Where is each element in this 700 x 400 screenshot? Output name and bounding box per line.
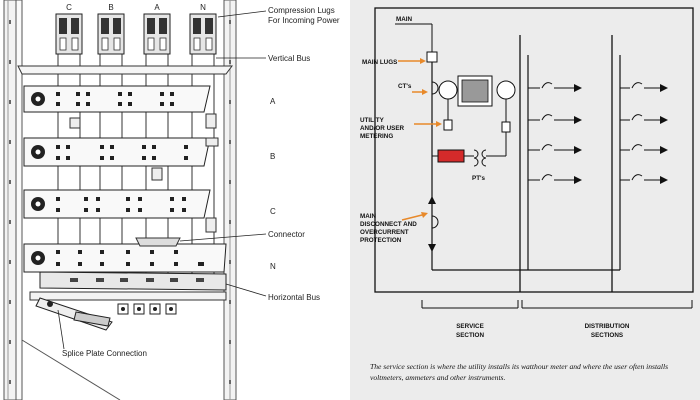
- compression-lugs-line2: For Incoming Power: [268, 16, 340, 25]
- metering-line3: METERING: [360, 133, 393, 140]
- bus-label-c: C: [270, 207, 276, 216]
- pt-coil-left: [473, 149, 479, 167]
- phase-label-b: B: [108, 3, 113, 12]
- service-section-line2: SECTION: [456, 332, 484, 339]
- main-label: MAIN: [396, 16, 413, 23]
- connector-label: Connector: [268, 230, 305, 239]
- compression-lugs: [55, 13, 217, 55]
- one-line-schematic: MAIN MAIN LUGS CT's UTILITY: [350, 0, 700, 400]
- distribution-sections-line1: DISTRIBUTION: [585, 323, 630, 330]
- main-lugs-label: MAIN LUGS: [362, 59, 397, 66]
- horizontal-bus-leader: [225, 283, 267, 297]
- pts-label: PT's: [472, 175, 486, 182]
- ct-meter-circle-right: [496, 80, 516, 100]
- lugs-leader: [217, 10, 267, 18]
- meter-face: [461, 79, 489, 103]
- distribution-section-1: [527, 55, 582, 270]
- disconnect-label: MAIN DISCONNECT AND OVERCURRENT PROTECTI…: [360, 213, 417, 244]
- cabinet-frame: [3, 0, 237, 400]
- cts-label: CT's: [398, 83, 412, 90]
- metering-line1: UTILITY: [360, 117, 385, 124]
- splice-plate-leader: [57, 309, 65, 350]
- vertical-bus-label: Vertical Bus: [268, 54, 310, 63]
- enclosure-outline: [374, 7, 694, 293]
- disconnect-line2: DISCONNECT AND: [360, 221, 417, 228]
- disconnect-line3: OVERCURRENT: [360, 229, 409, 236]
- main-disconnect: [428, 196, 439, 252]
- bus-plate-n: [23, 243, 227, 273]
- splice-plate-label: Splice Plate Connection: [62, 349, 147, 358]
- bus-label-n: N: [270, 262, 276, 271]
- bus-plate-a: [23, 85, 217, 129]
- compression-lugs-line1: Compression Lugs: [268, 6, 335, 15]
- connector-leader: [179, 233, 267, 242]
- metering-line2: AND/OR USER: [360, 125, 405, 132]
- schematic-drawing: MAIN MAIN LUGS CT's UTILITY: [360, 7, 694, 339]
- pt-fuse: [437, 149, 465, 163]
- service-section-label: SERVICE SECTION: [456, 323, 484, 339]
- bus-plate-c: [23, 189, 217, 233]
- figure-caption: The service section is where the utility…: [370, 362, 669, 382]
- splice-plate: [35, 297, 113, 331]
- ct-meter-circle-left: [438, 80, 458, 100]
- compression-lugs-label: Compression Lugs For Incoming Power: [268, 6, 340, 25]
- distribution-sections-label: DISTRIBUTION SECTIONS: [585, 323, 630, 339]
- phase-label-a: A: [154, 3, 160, 12]
- top-shelf: [17, 65, 233, 75]
- disconnect-line1: MAIN: [360, 213, 377, 220]
- bus-plate-b: [23, 137, 219, 181]
- phase-label-n: N: [200, 3, 206, 12]
- metering-label: UTILITY AND/OR USER METERING: [360, 117, 405, 140]
- bus-label-a: A: [270, 97, 276, 106]
- service-section-line1: SERVICE: [456, 323, 484, 330]
- bus-label-b: B: [270, 152, 275, 161]
- connector-block: [135, 237, 181, 247]
- distribution-section-2: [619, 55, 668, 270]
- section-brackets: [421, 300, 693, 309]
- phase-label-c: C: [66, 3, 72, 12]
- lower-frame: [21, 300, 121, 400]
- disconnect-line4: PROTECTION: [360, 237, 402, 244]
- ct-terminal-right: [501, 121, 511, 133]
- lower-horizontal-bus: [29, 271, 227, 315]
- pt-coil-right: [481, 149, 487, 167]
- distribution-sections-line2: SECTIONS: [591, 332, 623, 339]
- horizontal-bus-label: Horizontal Bus: [268, 293, 320, 302]
- switchboard-illustration: C B A N: [3, 0, 340, 400]
- switchboard-drawing: C B A N: [3, 0, 340, 400]
- frame-holes: [9, 20, 231, 384]
- ct-left: [431, 81, 439, 95]
- ct-terminal-left: [443, 119, 453, 131]
- main-lugs-box: [426, 51, 438, 63]
